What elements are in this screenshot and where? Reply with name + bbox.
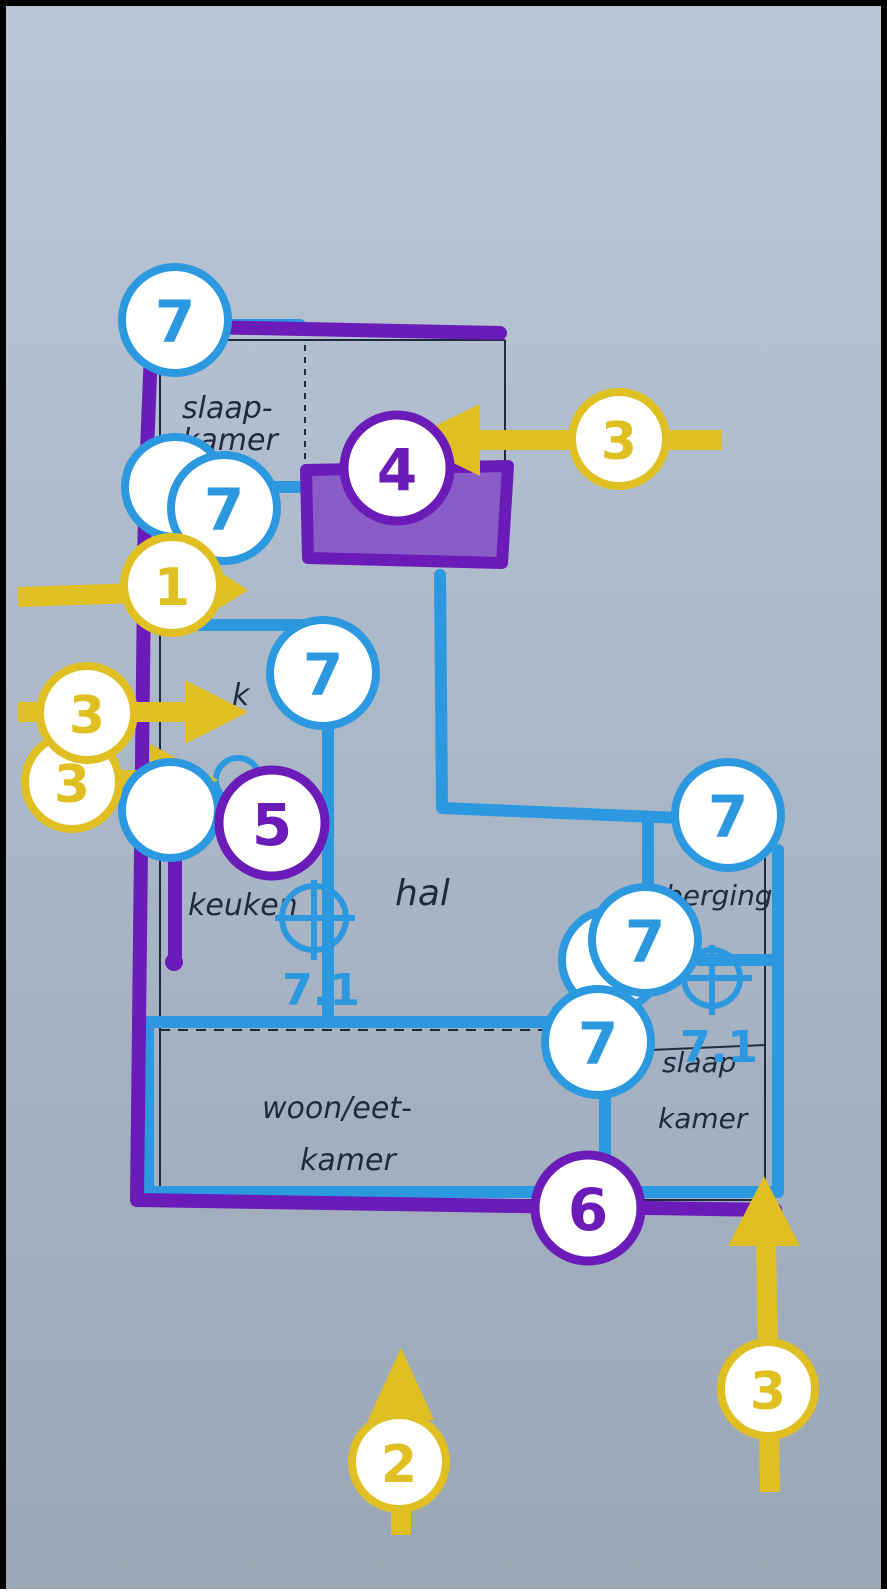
svg-text:7: 7 <box>303 641 343 709</box>
svg-text:3: 3 <box>69 686 105 746</box>
svg-text:3: 3 <box>750 1362 786 1422</box>
label-woonkamer-line2: kamer <box>300 1143 397 1178</box>
svg-text:1: 1 <box>154 558 190 618</box>
marker-2: 2 <box>348 1411 450 1513</box>
svg-text:7: 7 <box>155 288 195 356</box>
marker-7-bottom: 7 <box>541 985 655 1099</box>
label-7-1-hal: 7.1 <box>282 965 360 1016</box>
label-hal: hal <box>395 873 450 914</box>
outline-endpoint <box>165 953 183 971</box>
bubbles-yellow: 1 3 3 3 2 3 <box>21 388 819 1513</box>
svg-text:7: 7 <box>625 908 665 976</box>
label-keuken-fragment: k <box>232 678 251 713</box>
bubbles-7: 7 7 7 7 7 7 <box>118 263 785 1099</box>
label-woonkamer-line1: woon/eet- <box>262 1091 412 1126</box>
svg-text:5: 5 <box>252 791 292 859</box>
svg-text:3: 3 <box>601 412 637 472</box>
door-labels: 7.1 7.1 <box>282 965 758 1073</box>
marker-7-left: 7 <box>167 451 281 565</box>
bubbles-purple: 4 5 6 <box>214 410 646 1266</box>
marker-5: 5 <box>214 765 330 881</box>
svg-text:2: 2 <box>381 1435 417 1495</box>
svg-text:7: 7 <box>204 476 244 544</box>
svg-text:7: 7 <box>708 783 748 851</box>
svg-text:4: 4 <box>377 436 417 504</box>
svg-text:3: 3 <box>54 755 90 815</box>
label-slaapkamer-top-line1: slaap- <box>182 391 273 426</box>
label-slaapkamer-right-line1: slaap <box>662 1046 736 1079</box>
marker-1: 1 <box>120 533 224 637</box>
marker-4: 4 <box>339 410 455 526</box>
marker-3-upper: 3 <box>36 662 138 764</box>
marker-3-bottom: 3 <box>717 1338 819 1440</box>
svg-text:6: 6 <box>568 1176 608 1244</box>
marker-3-top: 3 <box>568 388 670 490</box>
svg-text:7: 7 <box>578 1010 618 1078</box>
marker-7-top: 7 <box>118 263 232 377</box>
marker-7-right-mid: 7 <box>588 883 702 997</box>
marker-7-center: 7 <box>266 616 380 730</box>
label-7-1-slaapkamer: 7.1 <box>680 1022 758 1073</box>
marker-7-right-top: 7 <box>671 758 785 872</box>
label-slaapkamer-right-line2: kamer <box>658 1102 749 1135</box>
marker-6: 6 <box>530 1150 646 1266</box>
marker-7-keuken-back <box>118 758 222 862</box>
